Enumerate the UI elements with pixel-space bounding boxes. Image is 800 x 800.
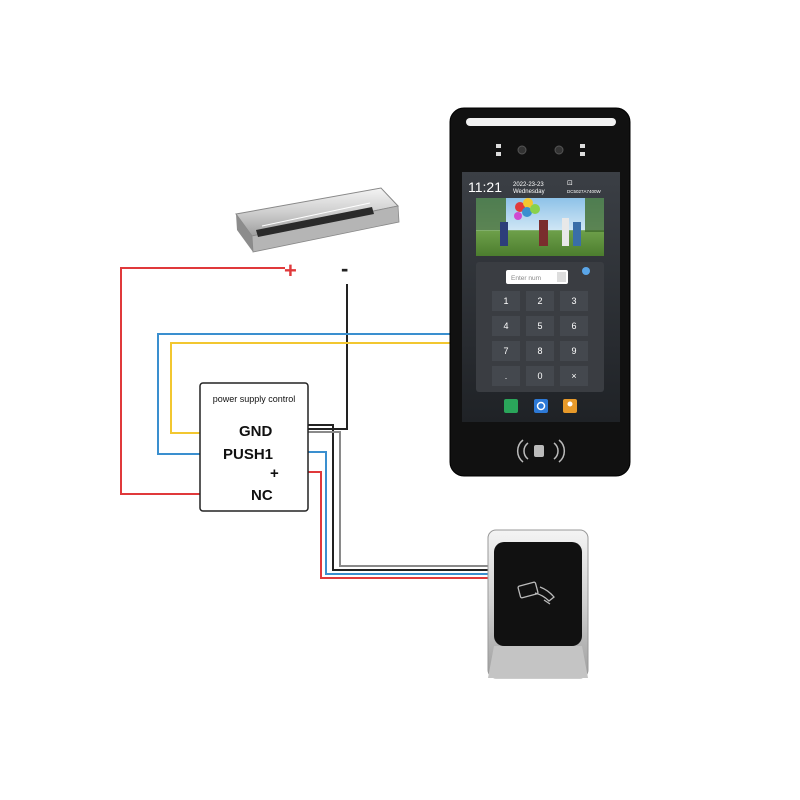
keypad-key-label: × xyxy=(571,371,576,381)
info-icon[interactable] xyxy=(582,267,590,275)
keypad-key[interactable] xyxy=(492,316,520,336)
keypad-key-label: 0 xyxy=(537,371,542,381)
exit-button-reader xyxy=(487,529,589,679)
screen-weekday: Wednesday xyxy=(513,189,545,195)
screen-photo xyxy=(476,198,604,256)
keypad-key[interactable] xyxy=(526,291,554,311)
keypad-key[interactable] xyxy=(560,366,588,386)
screen-time: 11:21 xyxy=(468,179,502,195)
lock-plus-label: + xyxy=(284,258,297,283)
wire-grey-button xyxy=(288,431,488,567)
keypad-key-label: 9 xyxy=(571,346,576,356)
keypad-key-label: 2 xyxy=(537,296,542,306)
gear-icon[interactable] xyxy=(534,399,548,413)
keypad-key[interactable] xyxy=(526,366,554,386)
wire-blue-device-to-push1 xyxy=(157,333,450,455)
access-control-terminal: 11:21 2022-23-23 Wednesday DC5027A7400W … xyxy=(449,107,631,477)
keypad-key[interactable] xyxy=(526,341,554,361)
number-input-placeholder: Enter num xyxy=(511,275,541,282)
keypad-key[interactable] xyxy=(526,316,554,336)
psu-title: power supply control xyxy=(213,394,296,404)
camera-icon xyxy=(554,145,564,155)
keypad-key-label: 1 xyxy=(503,296,508,306)
screen-date: 2022-23-23 xyxy=(513,182,544,188)
psu-nc-label: NC xyxy=(251,487,273,504)
power-supply-box xyxy=(199,382,309,512)
keypad-key[interactable] xyxy=(492,291,520,311)
screen-status-icon: ⊡ xyxy=(567,179,573,187)
keypad-key-label: . xyxy=(505,371,508,381)
contactless-card-icon xyxy=(517,581,555,605)
magnetic-lock xyxy=(235,187,400,253)
wire-red-lock-to-nc xyxy=(120,267,285,495)
screen-device-id: DC5027A7400W xyxy=(567,189,602,194)
psu-plus-label: + xyxy=(270,465,279,482)
psu-push1-label: PUSH1 xyxy=(223,446,273,463)
psu-gnd-label: GND xyxy=(239,423,273,440)
keypad-key-label: 4 xyxy=(503,321,508,331)
number-input[interactable] xyxy=(506,270,568,284)
wire-red-button xyxy=(288,471,488,579)
backspace-icon[interactable] xyxy=(557,272,566,282)
keypad-key-label: 8 xyxy=(537,346,542,356)
keypad-key[interactable] xyxy=(560,291,588,311)
keypad-key[interactable] xyxy=(492,341,520,361)
keypad-key[interactable] xyxy=(560,341,588,361)
wire-black-button xyxy=(288,424,488,571)
keypad-key-label: 6 xyxy=(571,321,576,331)
keypad-key-label: 5 xyxy=(537,321,542,331)
keypad-key[interactable] xyxy=(560,316,588,336)
keypad-key-label: 3 xyxy=(571,296,576,306)
app-icon-green[interactable] xyxy=(504,399,518,413)
keypad-key-label: 7 xyxy=(503,346,508,356)
lock-minus-label: - xyxy=(341,256,348,281)
keypad-key[interactable] xyxy=(492,366,520,386)
camera-icon xyxy=(517,145,527,155)
keypad: 1 2 3 4 5 6 7 8 9. 0 × xyxy=(492,291,588,386)
nfc-icon xyxy=(516,439,566,463)
